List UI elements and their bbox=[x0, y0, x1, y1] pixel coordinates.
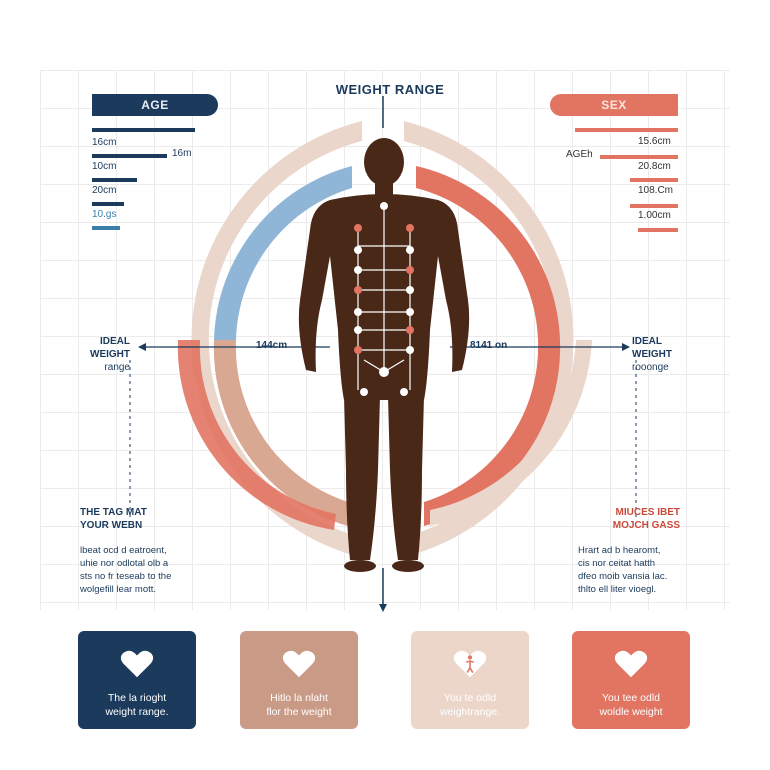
measure-dots bbox=[354, 202, 414, 396]
right-scale-label: 15.6cm bbox=[638, 136, 671, 147]
right-scale-bars bbox=[575, 128, 678, 232]
left-scale-label: 20cm bbox=[92, 185, 117, 196]
right-side-label: AGEh bbox=[566, 149, 593, 160]
info-card[interactable]: The la rioght weight range. bbox=[78, 631, 196, 729]
right-note-heading: MIUCES IBET MOJCH GASS bbox=[612, 507, 680, 531]
right-arrow-icon bbox=[622, 343, 630, 351]
inner-arc-left bbox=[177, 166, 352, 530]
info-card[interactable]: You te odld weightrange. bbox=[411, 631, 529, 729]
card-text: You te odld weightrange. bbox=[439, 692, 501, 718]
right-scale-label: 108.Cm bbox=[638, 185, 674, 196]
page-title: WEIGHT RANGE bbox=[335, 82, 445, 97]
left-scale-label: 10cm bbox=[92, 161, 117, 172]
left-scale-label: 10.gs bbox=[92, 209, 117, 220]
left-scale-bars bbox=[92, 128, 195, 230]
info-card[interactable]: Hitlo la nlaht flor the weight bbox=[240, 631, 358, 729]
heart-icon bbox=[120, 650, 154, 678]
right-measure-value: 8141 on bbox=[470, 340, 508, 351]
heart-icon bbox=[614, 650, 648, 678]
right-scale-label: 20.8cm bbox=[638, 161, 671, 172]
outer-arc-left bbox=[191, 121, 362, 556]
left-note-body: lbeat ocd d eatroent, uhie nor odlotal o… bbox=[80, 545, 172, 595]
right-ideal-heading: IDEAL WEIGHT rooonge bbox=[632, 336, 672, 373]
age-tab[interactable]: AGE bbox=[92, 94, 218, 116]
left-arrow-icon bbox=[138, 343, 146, 351]
left-measure-value: 144cm bbox=[256, 340, 288, 351]
card-text: You tee odld woldle weight bbox=[599, 692, 663, 718]
card-text: Hitlo la nlaht flor the weight bbox=[266, 692, 332, 718]
outer-arc-right bbox=[404, 121, 574, 556]
left-scale-extra: 16m bbox=[172, 148, 192, 159]
down-arrow-icon bbox=[379, 604, 387, 612]
heart-figure-icon bbox=[453, 650, 487, 678]
right-scale-label: 1.00cm bbox=[638, 210, 671, 221]
left-ideal-heading: IDEAL WEIGHT range bbox=[90, 336, 130, 373]
heart-icon bbox=[282, 650, 316, 678]
inner-arc-right bbox=[416, 166, 592, 526]
right-note-body: Hrart ad b hearomt, cis nor ceitat hatth… bbox=[578, 545, 668, 595]
sex-tab[interactable]: SEX bbox=[550, 94, 678, 116]
left-scale-label: 16cm bbox=[92, 137, 117, 148]
left-note-heading: THE TAG MAT YOUR WEBN bbox=[80, 507, 147, 531]
card-text: The la rioght weight range. bbox=[105, 692, 169, 718]
info-card[interactable]: You tee odld woldle weight bbox=[572, 631, 690, 729]
